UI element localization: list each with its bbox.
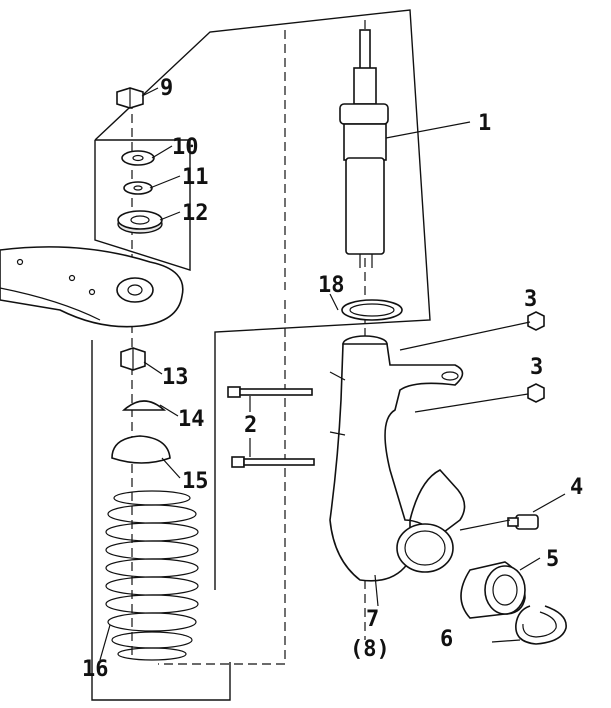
- callout-11: 11: [182, 165, 209, 190]
- control-arm: [0, 246, 184, 328]
- nut-lower: [120, 347, 146, 371]
- spring-cap: [121, 400, 167, 411]
- washer-upper: [121, 150, 155, 166]
- callout-15: 15: [182, 469, 209, 494]
- leader-lines: [99, 87, 566, 661]
- callout-6: 6: [440, 627, 453, 652]
- main-frame: [94, 9, 431, 590]
- callout-13: 13: [162, 365, 189, 390]
- snap-ring: [515, 605, 567, 645]
- callout-3-lower: 3: [530, 355, 543, 380]
- callout-14: 14: [178, 407, 205, 432]
- callout-7: 7: [366, 607, 379, 632]
- lower-left-frame: [91, 340, 231, 701]
- axis-line-lower: [158, 300, 286, 665]
- callout-18: 18: [318, 273, 345, 298]
- callout-2: 2: [244, 413, 257, 438]
- coil-spring: [105, 490, 199, 661]
- nut-top: [116, 87, 144, 109]
- callout-5: 5: [546, 547, 559, 572]
- callout-10: 10: [172, 135, 199, 160]
- shock-absorber: [339, 29, 389, 268]
- rubber-bushing: [117, 210, 163, 234]
- callout-3-upper: 3: [524, 287, 537, 312]
- mounting-bolts: [227, 386, 315, 468]
- washer-lower: [123, 181, 153, 195]
- grease-fitting: [507, 514, 539, 530]
- wheel-bearing: [460, 561, 526, 619]
- callout-labels: 1 2 3 3 4 5 6 7 (8) 9 10 11 12 13 14 15 …: [82, 76, 583, 682]
- callout-9: 9: [160, 76, 173, 101]
- seal-ring: [341, 299, 403, 321]
- small-nuts: [527, 311, 545, 403]
- callout-1: 1: [478, 111, 491, 136]
- callout-8: (8): [350, 637, 390, 662]
- upper-left-frame: [94, 139, 191, 271]
- callout-16: 16: [82, 657, 109, 682]
- callout-4: 4: [570, 475, 583, 500]
- bump-stop: [111, 435, 171, 464]
- callout-12: 12: [182, 201, 209, 226]
- steering-knuckle: [329, 335, 466, 582]
